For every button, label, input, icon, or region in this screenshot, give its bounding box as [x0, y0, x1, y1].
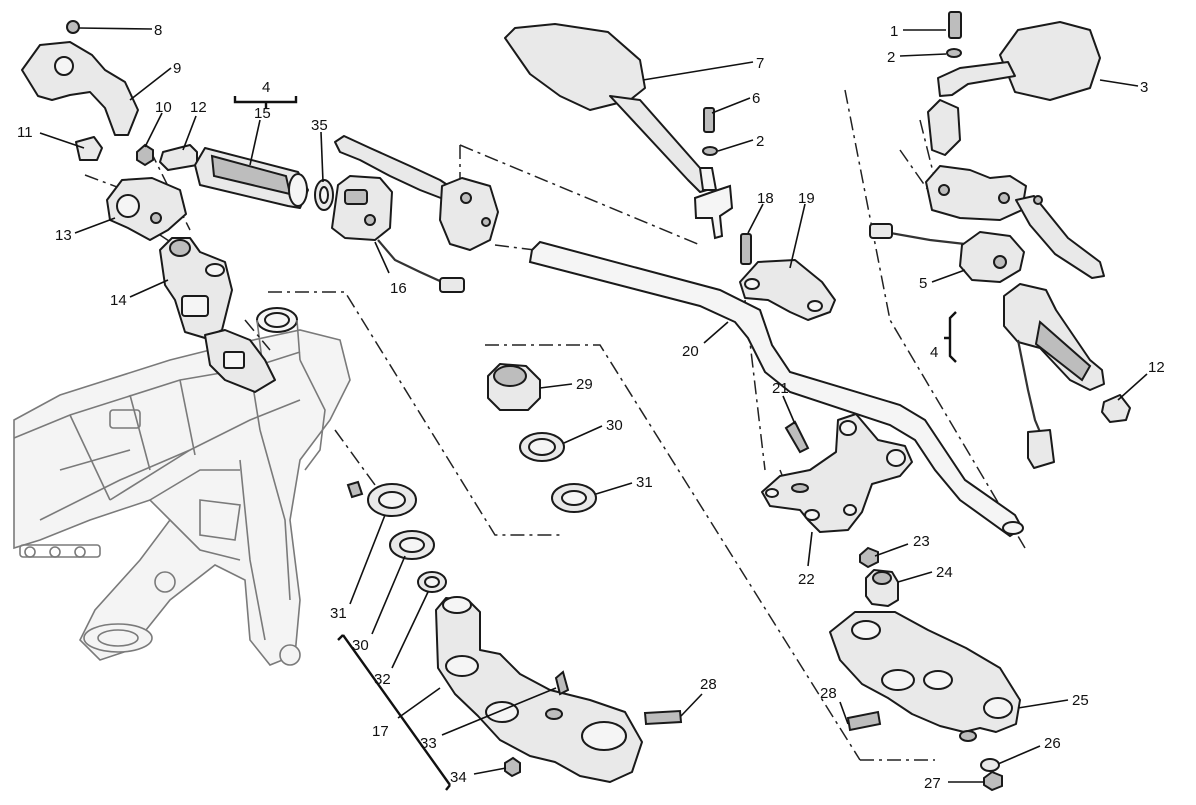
bar-end-12-right: [1101, 394, 1131, 423]
callout-6: 6: [752, 90, 760, 107]
callout-22: 22: [798, 571, 815, 588]
callout-17: 17: [372, 723, 389, 740]
callout-15: 15: [254, 105, 271, 122]
callout-33: 33: [420, 735, 437, 752]
callout-30-lower: 30: [352, 637, 369, 654]
callout-3: 3: [1140, 79, 1148, 96]
seal-30-top: [519, 432, 565, 462]
washer-26: [980, 758, 1000, 772]
nut-29: [487, 363, 541, 411]
ring-32: [417, 571, 447, 593]
callout-20: 20: [682, 343, 699, 360]
nut-23: [859, 546, 879, 569]
callout-16: 16: [390, 280, 407, 297]
motorcycle-frame: [13, 307, 351, 666]
lower-yoke-17: [435, 596, 643, 783]
callout-2-right: 2: [887, 49, 895, 66]
callout-14: 14: [110, 292, 127, 309]
callout-9: 9: [173, 60, 181, 77]
callout-2-left: 2: [756, 133, 764, 150]
right-switch-5: [869, 223, 1025, 283]
callout-24: 24: [936, 564, 953, 581]
nut-27: [983, 770, 1003, 792]
nut-34: [504, 756, 521, 778]
clutch-lever: [334, 135, 499, 251]
right-grip-4: [1003, 283, 1105, 469]
bar-end-12-left: [159, 144, 198, 171]
callout-13: 13: [55, 227, 72, 244]
callout-32: 32: [374, 671, 391, 688]
handlebar-20: [528, 240, 1024, 538]
ignition-lock-14: [159, 237, 276, 393]
callout-31-lower: 31: [330, 605, 347, 622]
pin-stud: [346, 480, 364, 499]
callout-19: 19: [798, 190, 815, 207]
callout-35: 35: [311, 117, 328, 134]
callout-5: 5: [919, 275, 927, 292]
right-brake-master: [925, 99, 1105, 279]
washer-2-right: [946, 48, 962, 58]
screw-8: [66, 20, 80, 34]
group-brackets: [233, 96, 957, 791]
bolt-28-left: [643, 709, 683, 726]
nut-10: [136, 143, 154, 167]
callout-4-right: 4: [930, 344, 938, 361]
callout-labels: 8 9 10 12 11 13 14 4 15 35 16 7 6 2 18 1…: [17, 22, 1165, 792]
callout-26: 26: [1044, 735, 1061, 752]
callout-4-left: 4: [262, 79, 270, 96]
seal-30-lower: [389, 530, 435, 560]
callout-18: 18: [757, 190, 774, 207]
clamp-19: [739, 259, 836, 321]
top-yoke-25: [829, 611, 1021, 742]
screw-21: [784, 420, 810, 454]
callout-34: 34: [450, 769, 467, 786]
callout-11: 11: [17, 124, 33, 141]
washer-35: [314, 179, 334, 211]
callout-28-left: 28: [700, 676, 717, 693]
callout-23: 23: [913, 533, 930, 550]
callout-1: 1: [890, 23, 898, 40]
callout-12-left: 12: [190, 99, 207, 116]
callout-8: 8: [154, 22, 162, 39]
left-bracket-9: [21, 41, 139, 136]
callout-30-top: 30: [606, 417, 623, 434]
switch-housing-13: [106, 177, 187, 241]
screw-6: [703, 107, 715, 133]
clamp-22: [761, 413, 913, 533]
grip-15: [194, 147, 309, 209]
callout-leaders: [39, 27, 1148, 783]
callout-10: 10: [155, 99, 172, 116]
pin-33: [554, 670, 570, 696]
callout-27: 27: [924, 775, 941, 792]
callout-12-right: 12: [1148, 359, 1165, 376]
washer-2-left: [702, 146, 718, 156]
callout-25: 25: [1072, 692, 1089, 709]
left-switch-16: [331, 175, 465, 293]
bush-24: [865, 569, 899, 607]
rubber-cap-11: [75, 136, 103, 161]
bearing-31-top: [551, 483, 597, 513]
callout-21: 21: [772, 380, 789, 397]
callout-29: 29: [576, 376, 593, 393]
bolt-28-right: [846, 710, 882, 732]
callout-31-top: 31: [636, 474, 653, 491]
bearing-31-lower: [367, 483, 417, 517]
mirror-7: [504, 23, 734, 240]
callout-28-right: 28: [820, 685, 837, 702]
screw-1: [948, 11, 962, 39]
mirror-3: [937, 21, 1101, 101]
callout-7: 7: [756, 55, 764, 72]
screw-18: [740, 233, 752, 265]
